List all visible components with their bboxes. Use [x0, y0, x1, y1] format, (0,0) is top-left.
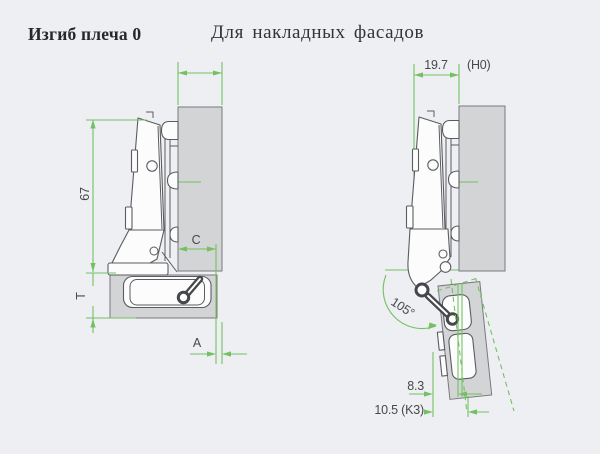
right-hinge-assembly	[405, 110, 460, 298]
right-cabinet-panel	[458, 105, 506, 272]
page-subtitle: Для накладных фасадов	[211, 22, 425, 43]
dim-105: 105°	[388, 295, 417, 320]
page-title: Изгиб плеча 0	[28, 24, 142, 44]
left-dimensions: 67 T C A	[74, 62, 247, 364]
left-view-closed-hinge: 67 T C A	[74, 62, 247, 364]
right-projection-lines	[436, 277, 515, 414]
hinge-pivot	[414, 282, 430, 298]
right-cup-flange-tab	[436, 331, 446, 351]
dim-T: T	[74, 292, 88, 300]
right-view-open-hinge: 19.7 (H0) 105° 8.3 10.5 (K3)	[374, 58, 515, 417]
dim-H0: (H0)	[467, 58, 491, 72]
dim-8-3: 8.3	[407, 379, 424, 393]
dim-C: C	[192, 233, 201, 247]
left-pivot-lever	[176, 275, 204, 305]
left-cabinet-panel	[177, 106, 223, 272]
header: Изгиб плеча 0 Для накладных фасадов	[0, 0, 600, 50]
arc-arrow	[428, 322, 437, 330]
dim-19-7: 19.7	[424, 58, 448, 72]
left-hinge-assembly	[107, 111, 212, 309]
opening-angle-arc	[382, 274, 437, 330]
right-cup-flange-tab	[439, 355, 448, 377]
left-cup-flange	[107, 262, 169, 276]
dim-67: 67	[78, 187, 92, 201]
dim-10-5-K3: 10.5 (K3)	[374, 403, 424, 417]
dim-A: A	[193, 336, 202, 350]
